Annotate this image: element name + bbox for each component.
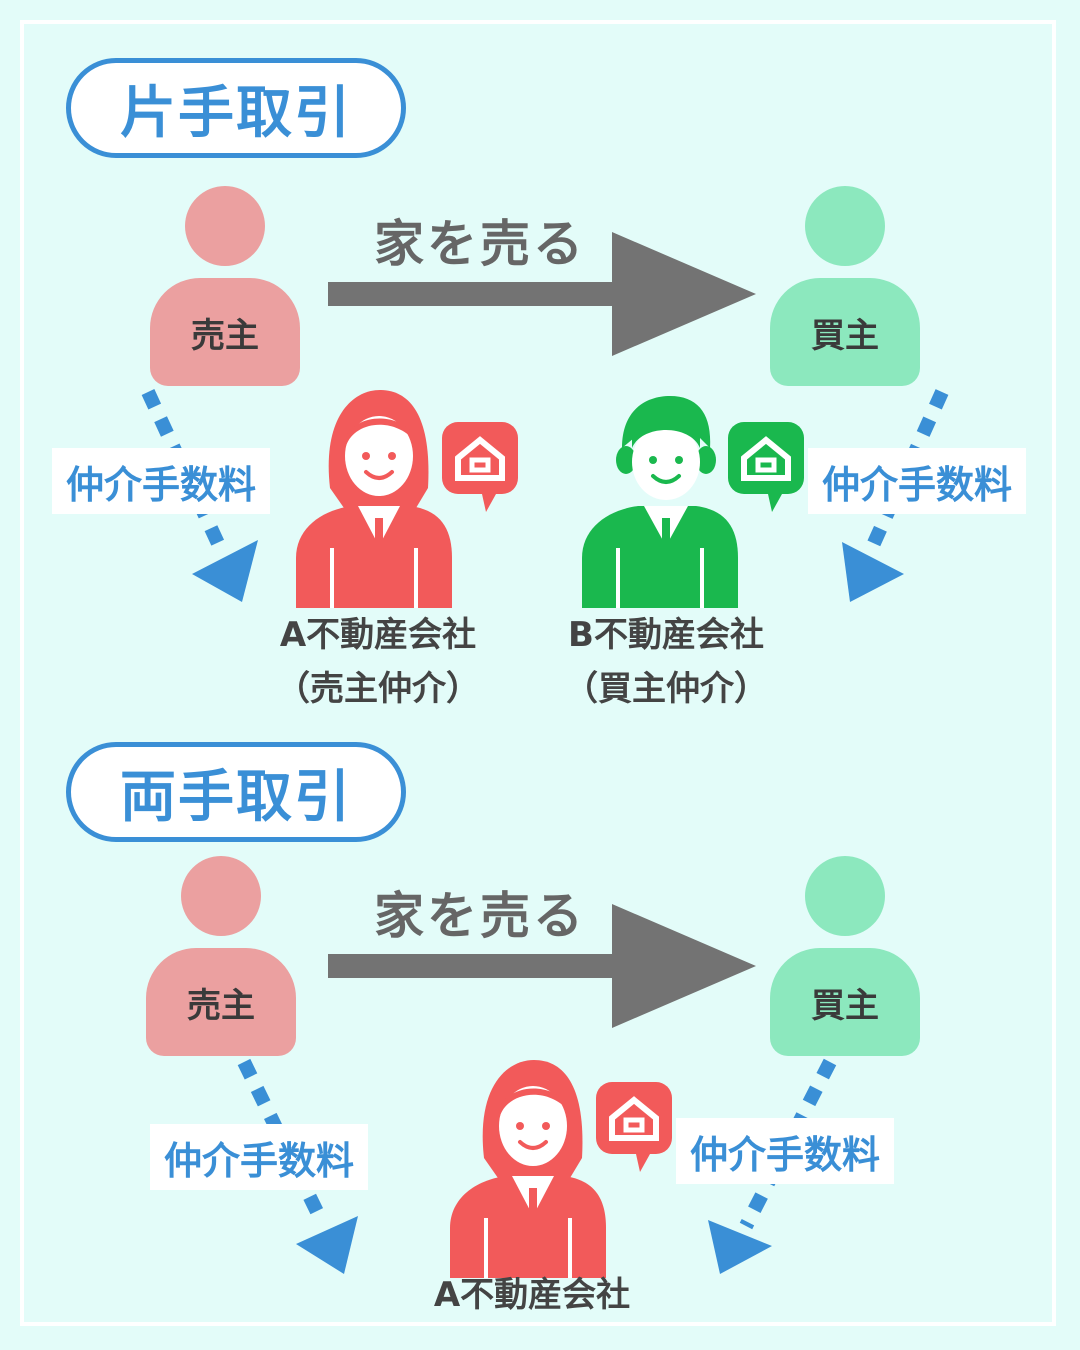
seller-body: 売主 [150,278,300,386]
house-badge-icon [596,1082,672,1172]
buyer-body: 買主 [770,948,920,1056]
page-frame [20,20,1056,1326]
section2-fee-left-label: 仲介手数料 [150,1124,369,1190]
section1-fee-left-label: 仲介手数料 [52,448,271,514]
agent-b-role: （買主仲介） [564,669,768,709]
section1-seller: 売主 [150,186,300,386]
house-badge-icon [442,422,518,512]
seller-body: 売主 [146,948,296,1056]
buyer-label: 買主 [811,315,879,356]
house-badge-icon [728,422,804,512]
section2-agent-a-label: A不動産会社 [382,1268,682,1322]
section2-buyer: 買主 [770,856,920,1056]
seller-head [181,856,261,936]
section1-buyer: 買主 [770,186,920,386]
section2-sell-arrow [328,904,756,1028]
section2-fee-right-label: 仲介手数料 [676,1118,895,1184]
section2-fee-arrow-left [237,1058,358,1274]
section2-agent-a-icon [450,1060,672,1278]
agent-b-name: B不動産会社 [568,615,764,655]
section2-title-pill: 両手取引 [66,742,406,842]
seller-label: 売主 [191,315,259,356]
section1-agent-a-label: A不動産会社 （売主仲介） [228,608,528,716]
agent-a-name: A不動産会社 [279,615,477,655]
buyer-body: 買主 [770,278,920,386]
section1-arrow-label: 家を売る [374,215,586,273]
section1-agent-b-label: B不動産会社 （買主仲介） [516,608,816,716]
buyer-head [805,186,885,266]
section2-arrow-label: 家を売る [374,887,586,945]
section2-title: 両手取引 [120,764,352,830]
seller-label: 売主 [187,985,255,1026]
section1-agent-a-icon [296,390,518,608]
section1-fee-right-label: 仲介手数料 [808,448,1027,514]
section1-sell-arrow [328,232,756,356]
section1-fee-arrow-left [141,389,258,602]
agent-a-role: （売主仲介） [276,669,480,709]
section1-title: 片手取引 [120,80,352,146]
section1-title-pill: 片手取引 [66,58,406,158]
section2-seller: 売主 [146,856,296,1056]
section1-fee-arrow-right [842,389,949,602]
buyer-head [805,856,885,936]
agent-a-name: A不動産会社 [433,1275,631,1315]
section1-agent-b-icon [582,396,804,608]
seller-head [185,186,265,266]
buyer-label: 買主 [811,985,879,1026]
